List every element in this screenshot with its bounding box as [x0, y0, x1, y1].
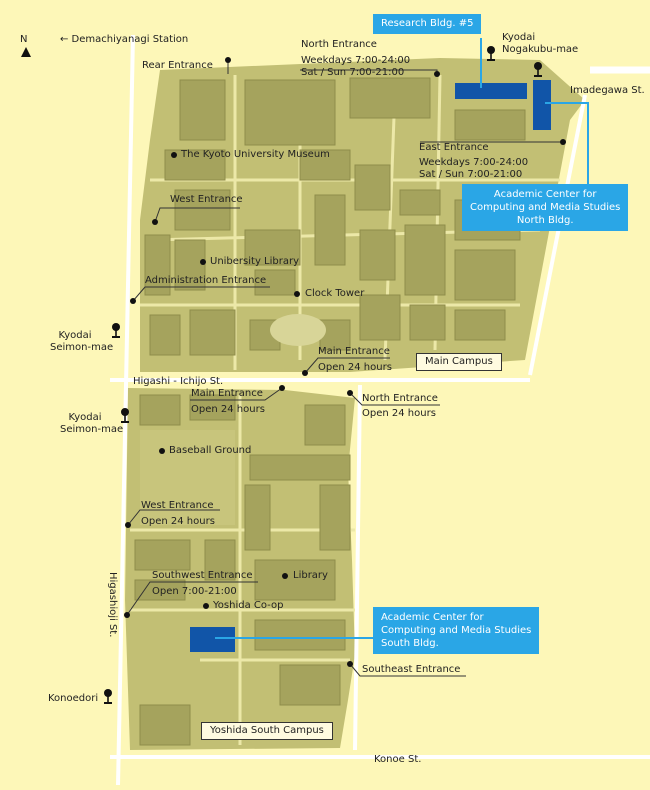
coop-dot: [203, 603, 209, 609]
research-bldg-5-shape: [455, 83, 527, 99]
accms-south-l1: Academic Center for: [381, 612, 484, 623]
bus-stop-icons: [104, 46, 542, 704]
accms-south-l2: Computing and Media Studies: [381, 625, 532, 636]
southwest-entrance-hours: Open 7:00-21:00: [152, 586, 237, 597]
southeast-entrance-label: Southeast Entrance: [362, 664, 461, 675]
museum-label: The Kyoto University Museum: [181, 149, 330, 160]
administration-entrance-label: Administration Entrance: [145, 275, 267, 286]
baseball-ground-label: Baseball Ground: [169, 445, 252, 456]
north-entrance-hours1: Weekdays 7:00-24:00: [301, 55, 411, 66]
southwest-entrance-label: Southwest Entrance: [152, 570, 253, 581]
rear-entrance-label: Rear Entrance: [142, 60, 213, 71]
south-campus-label: Yoshida South Campus: [201, 722, 333, 740]
bus-stop-seimon1-l2: Seimon-mae: [50, 342, 114, 353]
bus-stop-icon: [112, 323, 120, 338]
north-entrance-label: North Entrance: [301, 39, 377, 50]
main-entrance-south-hours: Open 24 hours: [191, 404, 265, 415]
bus-stop-seimon1-l1: Kyodai: [58, 330, 92, 341]
clock-tower-dot: [294, 291, 300, 297]
main-entrance-hours: Open 24 hours: [318, 362, 392, 373]
coop-label: Yoshida Co-op: [213, 600, 284, 611]
accms-south-shape: [190, 627, 235, 652]
southwest-entrance-dot: [124, 612, 130, 618]
east-entrance-label: East Entrance: [419, 142, 489, 153]
accms-south-l3: South Bldg.: [381, 638, 439, 649]
north-entrance-south-hours: Open 24 hours: [362, 408, 436, 419]
bus-stop-icon: [534, 62, 542, 77]
east-entrance-hours2: Sat / Sun 7:00-21:00: [419, 169, 523, 180]
southeast-entrance-dot: [347, 661, 353, 667]
street-konoe: Konoe St.: [374, 754, 422, 765]
research-bldg-5-callout: Research Bldg. #5: [373, 14, 482, 34]
west-entrance-south-dot: [125, 522, 131, 528]
accms-south-callout: Academic Center for Computing and Media …: [373, 607, 540, 654]
north-arrow-icon: [21, 47, 31, 57]
main-entrance-south-label: Main Entrance: [191, 388, 263, 399]
clock-tower-label: Clock Tower: [305, 288, 365, 299]
entrance-dots: [124, 57, 566, 667]
bus-stop-nogakubu-l2: Nogakubu-mae: [502, 44, 579, 55]
main-entrance-label: Main Entrance: [318, 346, 390, 357]
accms-north-callout: Academic Center for Computing and Media …: [462, 184, 629, 231]
bus-stop-icon: [121, 408, 129, 423]
north-entrance-dot: [434, 71, 440, 77]
street-higashi-ichijo: Higashi - Ichijo St.: [133, 376, 224, 387]
accms-north-l3: North Bldg.: [516, 215, 574, 226]
street-imadegawa: Imadegawa St.: [570, 85, 645, 96]
library-main-label: Unibersity Library: [210, 256, 300, 267]
main-entrance-south-dot: [279, 385, 285, 391]
library-south-label: Library: [293, 570, 328, 581]
library-south-dot: [282, 573, 288, 579]
callout-lines: [215, 38, 589, 639]
station-label: ← Demachiyanagi Station: [60, 34, 189, 45]
highlighted-buildings: [190, 80, 551, 652]
leader-lines: [126, 60, 563, 677]
museum-dot: [171, 152, 177, 158]
clock-tower-plaza: [270, 314, 326, 346]
west-entrance-south-label: West Entrance: [141, 500, 214, 511]
bus-stop-konoedori: Konoedori: [48, 693, 99, 704]
bus-stop-icon: [104, 689, 112, 704]
north-entrance-hours2: Sat / Sun 7:00-21:00: [301, 67, 405, 78]
baseball-dot: [159, 448, 165, 454]
north-entrance-south-dot: [347, 390, 353, 396]
west-entrance-south-hours: Open 24 hours: [141, 516, 215, 527]
administration-entrance-dot: [130, 298, 136, 304]
buildings-south: [134, 394, 351, 746]
rear-entrance-dot: [225, 57, 231, 63]
accms-north-l2: Computing and Media Studies: [470, 202, 621, 213]
west-entrance-label: West Entrance: [170, 194, 243, 205]
main-entrance-dot: [302, 370, 308, 376]
bus-stop-icon: [487, 46, 495, 61]
west-entrance-dot: [152, 219, 158, 225]
baseball-ground-area: [140, 430, 235, 525]
east-entrance-hours1: Weekdays 7:00-24:00: [419, 157, 529, 168]
north-entrance-south-label: North Entrance: [362, 393, 438, 404]
street-higashioji: Higashioji St.: [107, 572, 118, 638]
east-entrance-dot: [560, 139, 566, 145]
bus-stop-seimon2-l2: Seimon-mae: [60, 424, 124, 435]
buildings-main: [144, 77, 526, 356]
bus-stop-nogakubu-l1: Kyodai: [502, 32, 536, 43]
accms-north-shape: [533, 80, 551, 130]
accms-north-l1: Academic Center for: [493, 189, 597, 200]
library-main-dot: [200, 259, 206, 265]
bus-stop-seimon2-l1: Kyodai: [68, 412, 102, 423]
compass-label: N: [20, 34, 28, 45]
main-campus-label: Main Campus: [416, 353, 502, 371]
